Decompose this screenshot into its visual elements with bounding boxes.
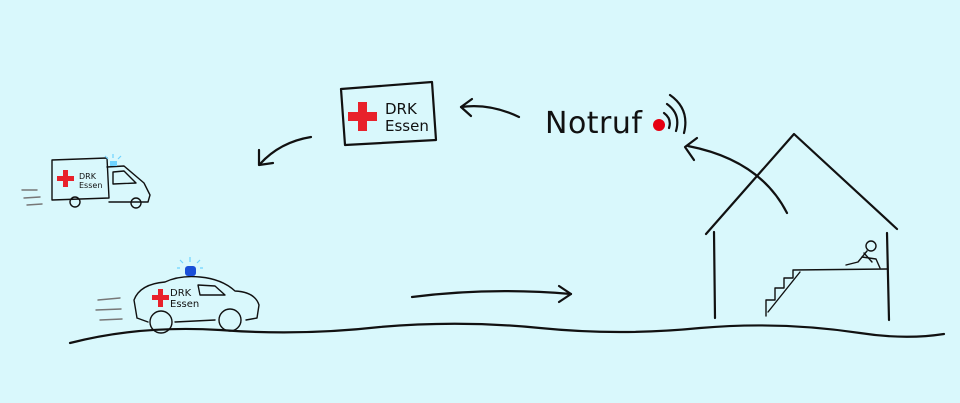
ambulance-red-cross-icon [57, 170, 74, 187]
car-siren-icon [177, 257, 203, 276]
sign-line1: DRK [385, 100, 418, 118]
ambulance-window [112, 170, 137, 185]
notruf-label: Notruf [545, 106, 643, 141]
car-line1: DRK [170, 288, 192, 299]
house [704, 132, 899, 322]
stair-rail [767, 271, 801, 313]
sign-line2: Essen [385, 117, 429, 135]
alarm-signal-icon [653, 93, 687, 135]
ground-line [68, 322, 946, 345]
arrow-notruf-to-sign [459, 97, 521, 119]
drk-essen-sign: DRK Essen [339, 80, 438, 147]
red-cross-icon [348, 102, 377, 131]
ambulance-siren-icon [104, 154, 122, 166]
ambulance-line2: Essen [79, 181, 102, 190]
arrow-house-to-alarm [683, 136, 789, 215]
house-roof [704, 132, 899, 236]
sign-border [339, 80, 438, 147]
arrow-car-to-house [410, 284, 573, 304]
ambulance-wheel-front [130, 197, 142, 209]
ambulance-line1: DRK [79, 172, 97, 181]
arrow-sign-to-ambulance [257, 135, 313, 167]
ambulance-box [51, 157, 110, 201]
patrol-car: DRK Essen [95, 257, 260, 334]
house-stairs [765, 268, 888, 317]
fallen-person-icon [845, 240, 881, 269]
ambulance-wheel-rear [69, 196, 81, 208]
car-body [133, 275, 260, 323]
car-wheel-front [218, 308, 242, 332]
car-wheel-rear [149, 310, 173, 334]
ambulance: DRK Essen [21, 154, 151, 209]
car-red-cross-icon [152, 289, 169, 307]
house-right-wall [885, 231, 891, 322]
car-window [197, 284, 226, 296]
house-left-wall [712, 230, 717, 320]
car-line2: Essen [170, 299, 199, 310]
